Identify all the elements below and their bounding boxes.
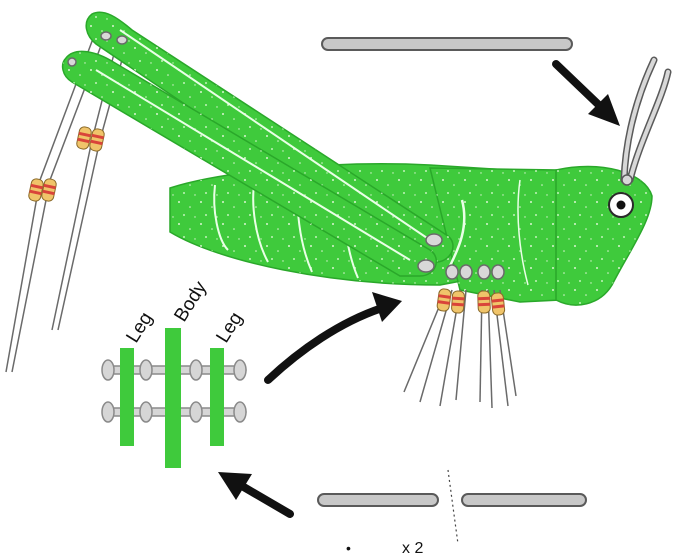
- cut-line: [448, 470, 458, 544]
- schematic-body-bar: [165, 328, 181, 468]
- antenna-wires: [622, 60, 668, 185]
- schematic-label-leg-right: Leg: [212, 309, 247, 347]
- schematic: Leg Body Leg: [102, 277, 247, 468]
- schematic-label-body: Body: [170, 277, 211, 325]
- arrow-top-icon: [556, 64, 620, 126]
- arrow-middle-icon: [268, 292, 402, 380]
- schematic-leg-left-bar: [120, 348, 134, 446]
- arrow-bottom-icon: [218, 472, 290, 514]
- top-wire: [322, 38, 572, 50]
- quantity-label: x 2: [402, 540, 423, 557]
- bullet-mark: •: [346, 540, 351, 556]
- eye-icon: [609, 193, 633, 217]
- grasshopper: [63, 12, 668, 305]
- schematic-label-leg-left: Leg: [122, 309, 157, 347]
- schematic-leg-right-bar: [210, 348, 224, 446]
- bottom-wire: [318, 470, 586, 544]
